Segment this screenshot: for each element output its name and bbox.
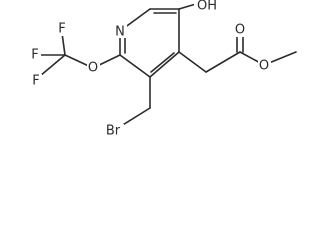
bond-c3-c2 [119, 54, 151, 78]
atom-label-n: N [115, 25, 125, 40]
bond-cf3-f-top [61, 32, 66, 56]
bond-ch2-carbonyl [205, 51, 241, 73]
atom-label-f-left: F [31, 48, 38, 63]
fluorine-atom-top: F [56, 22, 68, 37]
atom-label-oh: OH [197, 0, 217, 14]
atom-label-o-ether: O [88, 61, 98, 76]
fluorine-atom-bottom: F [30, 74, 42, 89]
bond-c4-ch2 [178, 51, 207, 73]
ether-oxygen-atom: O [87, 61, 100, 76]
nitrogen-atom: N [114, 25, 127, 40]
chemical-structure: N OH F F F O O O [29, 0, 297, 139]
atom-label-o-carbonyl: O [235, 23, 245, 38]
bond-c4-c3 [149, 51, 180, 78]
bond-layer [39, 0, 297, 127]
atom-label-br: Br [106, 124, 121, 139]
bond-ch2-br [120, 107, 151, 127]
ester-oxygen-atom: O [258, 59, 271, 74]
atom-label-f-top: F [58, 22, 65, 37]
atom-label-o-ester: O [259, 59, 269, 74]
bond-c4-c3-inner [150, 52, 175, 73]
bond-cf3-f-bottom [39, 54, 66, 77]
carbonyl-oxygen-atom: O [234, 23, 247, 38]
bromine-atom: Br [102, 124, 124, 139]
atom-label-f-bottom: F [32, 74, 39, 89]
hydroxyl-group: OH [194, 0, 220, 14]
atom-layer: N OH F F F O O O [29, 0, 271, 139]
fluorine-atom-left: F [29, 48, 41, 63]
